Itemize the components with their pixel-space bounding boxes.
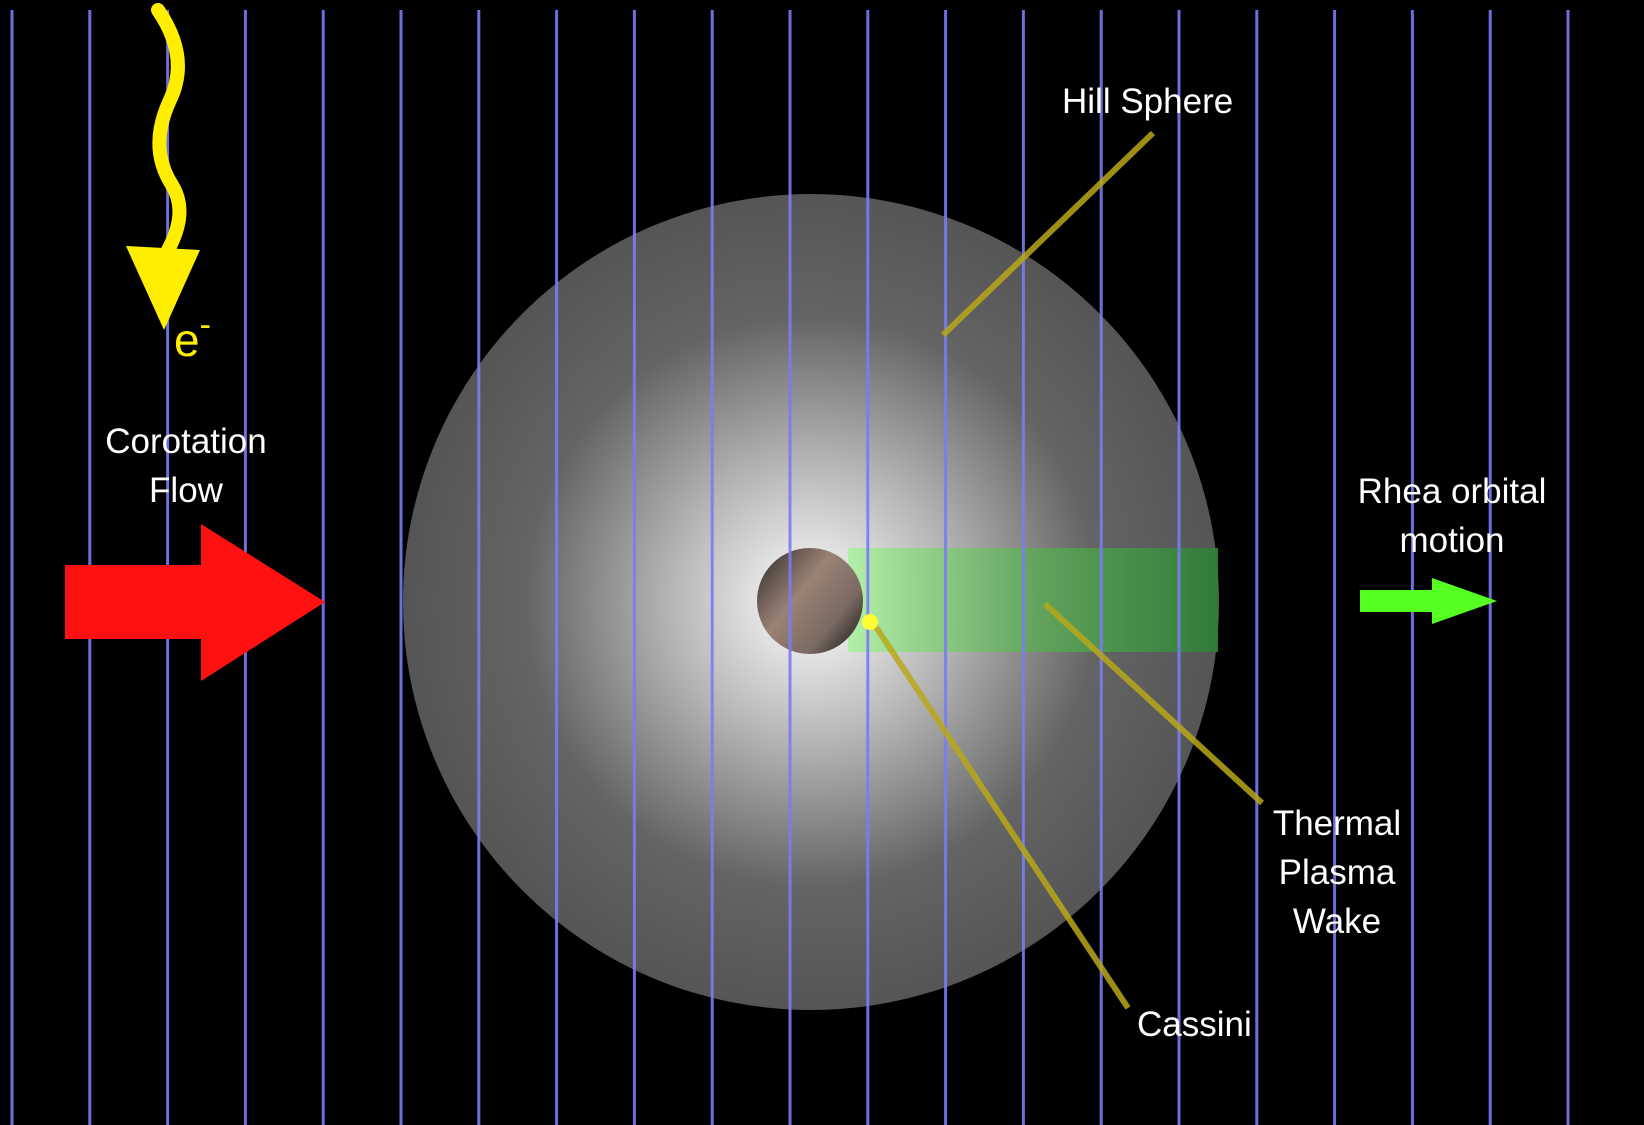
electron-charge: -: [200, 306, 211, 344]
thermal-plasma-wake: [848, 548, 1218, 652]
wake-label-line2: Plasma: [1279, 853, 1396, 892]
electron-symbol: e: [174, 314, 200, 366]
cassini-leader-line: [873, 625, 1131, 1010]
right-arrow-icon: [1360, 578, 1497, 624]
wake-label-line1: Thermal: [1273, 804, 1401, 843]
leader-lines: [873, 130, 1265, 1010]
wake-label-line3: Wake: [1293, 902, 1381, 941]
rhea-motion-label-line1: Rhea orbital: [1358, 472, 1547, 511]
rhea-motion-label-line2: motion: [1399, 521, 1504, 560]
corotation-label-line1: Corotation: [105, 422, 266, 461]
corotation-label-line2: Flow: [149, 471, 224, 510]
hill-sphere-label: Hill Sphere: [1062, 82, 1233, 121]
hill-sphere-leader-line: [940, 130, 1156, 338]
cassini-label: Cassini: [1137, 1005, 1252, 1044]
electron-label: e-: [174, 306, 211, 366]
wavy-down-arrow-icon: [126, 3, 200, 330]
magnetic-field-lines: [10, 10, 1570, 1125]
rhea-moon: [757, 548, 863, 654]
right-block-arrow-icon: [65, 524, 325, 681]
cassini-dot: [862, 614, 878, 630]
wake-leader-line: [1042, 601, 1265, 806]
